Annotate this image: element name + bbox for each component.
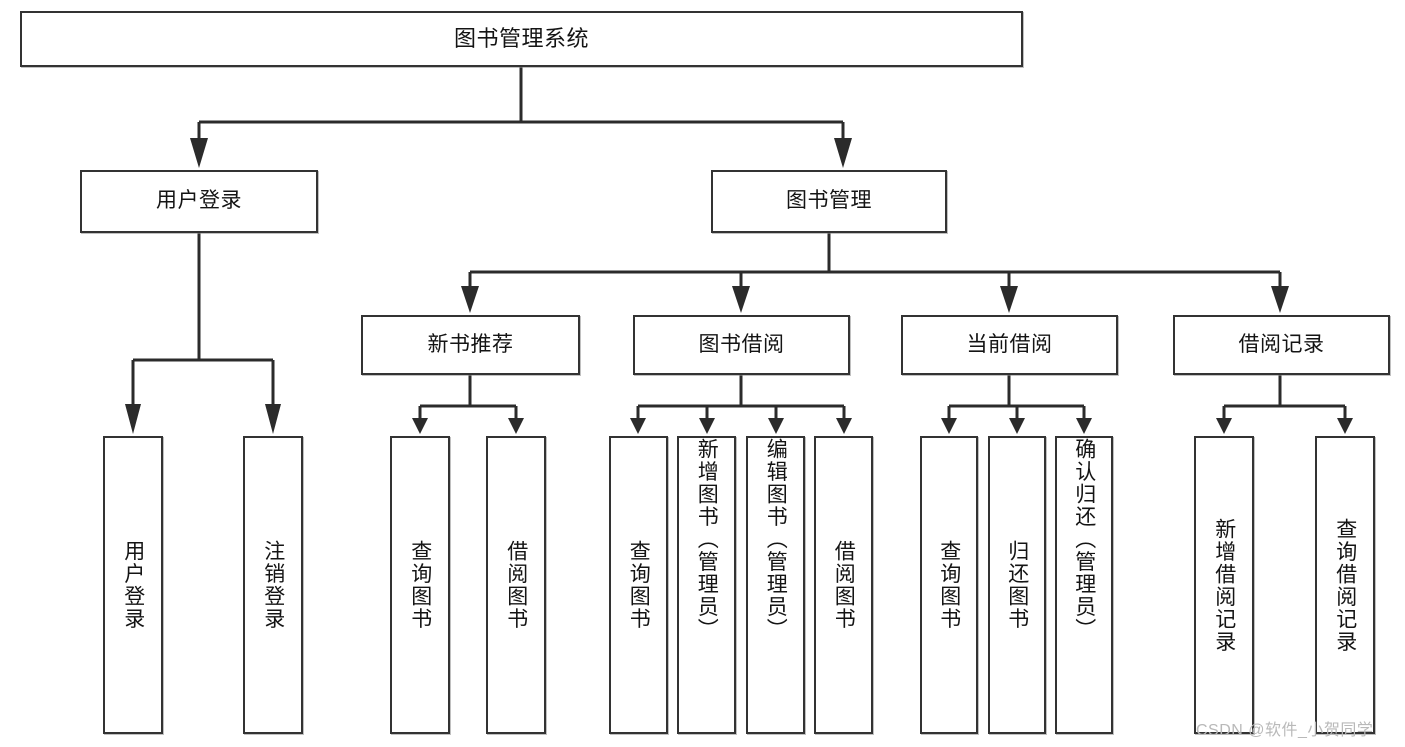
node-label: 新增借阅记录 <box>1212 517 1236 653</box>
node-label: 查询图书 <box>627 540 651 630</box>
node-root-system[interactable]: 图书管理系统 <box>20 11 1023 67</box>
node-label: 确认归还（管理员） <box>1072 438 1096 641</box>
node-label: 新书推荐 <box>427 332 514 356</box>
node-current-borrow[interactable]: 当前借阅 <box>901 315 1118 375</box>
node-label: 查询图书 <box>408 540 432 630</box>
leaf-add-book[interactable]: 新增图书（管理员） <box>677 436 736 734</box>
node-label: 用户登录 <box>121 540 145 630</box>
leaf-return-book[interactable]: 归还图书 <box>988 436 1046 734</box>
leaf-add-borrow-record[interactable]: 新增借阅记录 <box>1194 436 1254 734</box>
node-label: 注销登录 <box>261 540 285 630</box>
node-borrow-record[interactable]: 借阅记录 <box>1173 315 1390 375</box>
node-new-book-recommend[interactable]: 新书推荐 <box>361 315 580 375</box>
leaf-query-book-recommend[interactable]: 查询图书 <box>390 436 450 734</box>
leaf-query-book-current[interactable]: 查询图书 <box>920 436 978 734</box>
node-label: 编辑图书（管理员） <box>764 438 788 641</box>
node-label: 借阅图书 <box>832 540 856 630</box>
node-label: 归还图书 <box>1005 540 1029 630</box>
leaf-edit-book[interactable]: 编辑图书（管理员） <box>746 436 805 734</box>
node-label: 借阅图书 <box>504 540 528 630</box>
leaf-borrow-book[interactable]: 借阅图书 <box>814 436 873 734</box>
node-label: 图书管理系统 <box>453 26 589 52</box>
leaf-borrow-book-recommend[interactable]: 借阅图书 <box>486 436 546 734</box>
node-book-manage[interactable]: 图书管理 <box>711 170 947 233</box>
leaf-query-borrow-record[interactable]: 查询借阅记录 <box>1315 436 1375 734</box>
leaf-user-login[interactable]: 用户登录 <box>103 436 163 734</box>
node-label: 新增图书（管理员） <box>695 438 719 641</box>
node-label: 用户登录 <box>156 189 242 213</box>
node-label: 图书管理 <box>786 189 872 213</box>
leaf-confirm-return[interactable]: 确认归还（管理员） <box>1055 436 1113 734</box>
watermark-text: CSDN @软件_小贺同学 <box>1196 722 1374 739</box>
node-label: 借阅记录 <box>1238 332 1325 356</box>
node-label: 图书借阅 <box>698 332 785 356</box>
leaf-query-book-borrow[interactable]: 查询图书 <box>609 436 668 734</box>
node-label: 查询借阅记录 <box>1333 517 1357 653</box>
node-book-borrow[interactable]: 图书借阅 <box>633 315 850 375</box>
node-label: 当前借阅 <box>966 332 1053 356</box>
node-label: 查询图书 <box>937 540 961 630</box>
arrowheads <box>125 138 1353 434</box>
node-user-login[interactable]: 用户登录 <box>80 170 318 233</box>
leaf-logout-login[interactable]: 注销登录 <box>243 436 303 734</box>
